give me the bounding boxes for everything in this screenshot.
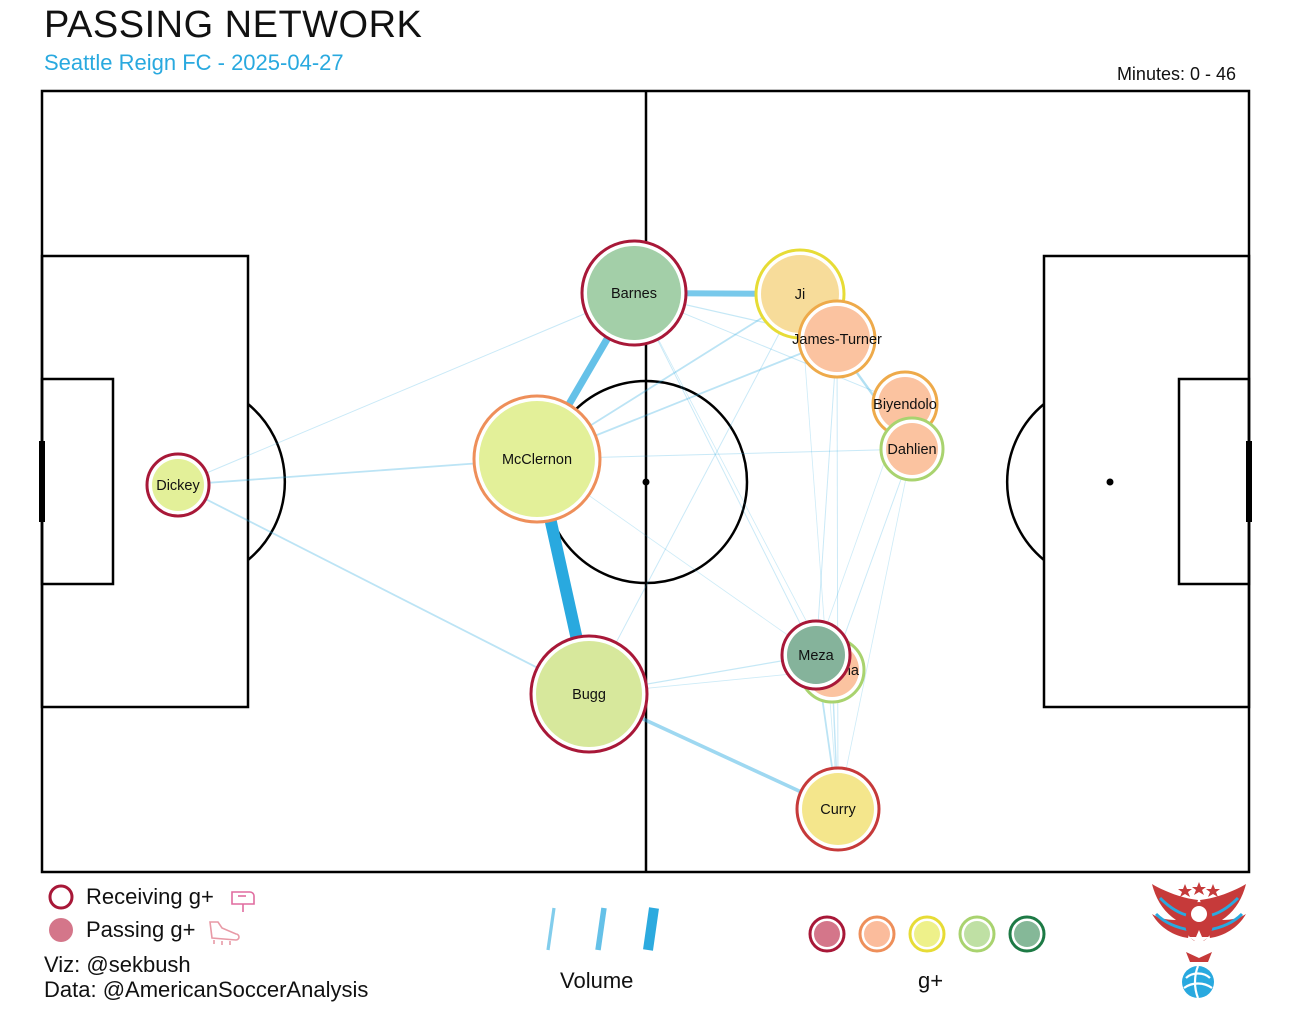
legend-passing-label: Passing g+ (86, 917, 196, 942)
volume-caption: Volume (560, 968, 634, 993)
right-penalty-spot (1106, 478, 1114, 486)
volume-sample-line (546, 907, 556, 951)
legend-markers (48, 884, 255, 945)
passing-fill (804, 306, 870, 372)
passing-fill (886, 423, 938, 475)
pass-line-barnes-meza (633, 292, 817, 656)
player-label: Ji (795, 287, 805, 303)
pass-line-dickey-barnes (177, 292, 635, 486)
legend-receiving-label: Receiving g+ (86, 884, 214, 909)
volume-sample-line (643, 907, 659, 951)
gplus-swatch-fill (1014, 921, 1040, 947)
pass-line-dahlien-huitema (831, 448, 913, 671)
player-label: Biyendolo (873, 397, 937, 413)
passing-fill (152, 459, 204, 511)
passing-fill (479, 401, 595, 517)
gplus-caption: g+ (918, 968, 944, 993)
center-spot (642, 478, 650, 486)
left-penalty-arc (247, 403, 287, 561)
gplus-swatch-fill (964, 921, 990, 947)
left-goal (39, 441, 45, 522)
volume-sample-line (595, 907, 607, 951)
player-label: McClernon (502, 452, 572, 468)
viz-credit: Viz: @sekbush (44, 952, 191, 977)
pass-line-ji-curry (799, 293, 839, 810)
pass-line-bugg-ji (588, 293, 801, 695)
credits: Viz: @sekbush Data: @AmericanSoccerAnaly… (44, 952, 368, 1002)
player-node-bugg: Bugg (529, 634, 649, 754)
player-label: Bugg (572, 687, 606, 703)
asa-eagle-logo (1152, 882, 1246, 999)
player-nodes: Barnes JiJames-TurnerBiyendoloDahlienMcCl… (145, 239, 945, 852)
right-goal (1246, 441, 1252, 522)
volume-legend (546, 907, 659, 951)
pass-line-james-turner-meza (815, 338, 838, 656)
pass-line-barnes-huitema (633, 292, 833, 671)
pitch-spots-goals (39, 441, 1252, 522)
pass-line-dickey-bugg (177, 484, 590, 695)
player-label: James-Turner (792, 332, 882, 348)
right-penalty-arc (1005, 403, 1045, 561)
passing-fill (536, 641, 642, 747)
cleat-icon (209, 921, 240, 945)
right-penalty-box (1042, 254, 1251, 709)
player-label: Barnes (611, 286, 657, 302)
data-credit: Data: @AmericanSoccerAnalysis (44, 977, 369, 1002)
mailbox-icon (231, 891, 255, 912)
player-node-curry: Curry (795, 766, 881, 852)
gplus-swatch-fill (814, 921, 840, 947)
gplus-swatch-fill (864, 921, 890, 947)
minutes-range: Minutes: 0 - 46 (1116, 64, 1236, 84)
player-label: Meza (798, 648, 834, 664)
pass-line-james-turner-curry (836, 338, 839, 810)
pass-line-dahlien-curry (837, 448, 913, 810)
player-label: Curry (820, 802, 856, 818)
gplus-legend (808, 915, 1046, 953)
passing-fill (587, 246, 681, 340)
left-six-yard-box (40, 377, 115, 586)
player-node-dahlien: Dahlien (879, 416, 945, 482)
player-node-meza: Meza (780, 619, 852, 691)
player-node-mcclernon: McClernon (472, 394, 602, 524)
player-label: Dahlien (887, 442, 936, 458)
passing-marker (49, 918, 73, 942)
receiving-marker (48, 884, 74, 910)
gplus-swatch-fill (914, 921, 940, 947)
passing-fill (787, 626, 845, 684)
player-node-dickey: Dickey (145, 452, 211, 518)
player-node-james-turner: James-Turner (792, 299, 882, 379)
right-six-yard-box (1177, 377, 1251, 586)
page-subtitle: Seattle Reign FC - 2025-04-27 (44, 50, 344, 75)
page-title: PASSING NETWORK (44, 4, 423, 46)
player-node-barnes: Barnes (580, 239, 688, 347)
player-label: Dickey (156, 478, 200, 494)
passing-fill (802, 773, 874, 845)
